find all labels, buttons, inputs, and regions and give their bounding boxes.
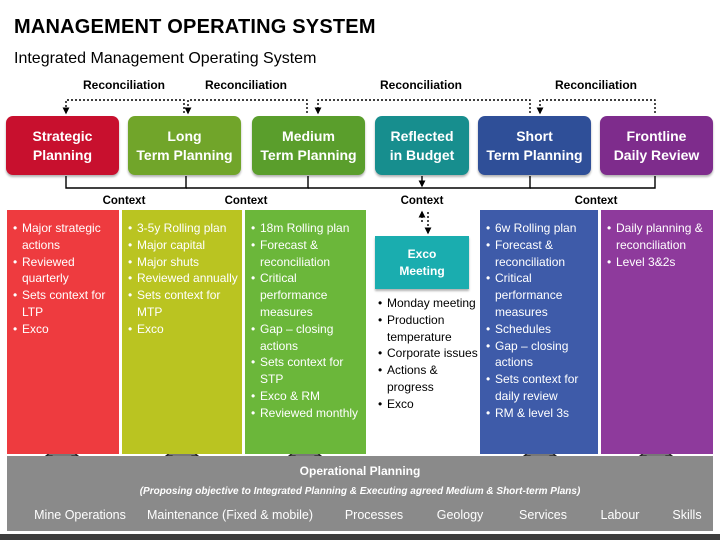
context-label: Context (574, 195, 618, 207)
stage-label-line2: Term Planning (136, 146, 233, 163)
list-item: Actions & progress (378, 362, 478, 396)
context-bracket-4 (530, 176, 656, 189)
list-item: 6w Rolling plan (486, 220, 594, 237)
list-item: Schedules (486, 321, 594, 338)
stage-label-line1: Frontline (626, 127, 687, 144)
list-item: Exco (13, 321, 115, 338)
stage-reflected-in-budget: Reflected in Budget (375, 116, 469, 175)
list-item: Sets context for LTP (13, 287, 115, 321)
stage-label-line1: Long (167, 127, 202, 144)
exco-title-line1: Exco (407, 246, 437, 261)
strategic-details-column: Major strategic actions Reviewed quarter… (7, 210, 119, 454)
reconciliation-label: Reconciliation (82, 78, 166, 92)
category-processes: Processes (344, 508, 404, 522)
list-item: Critical performance measures (251, 270, 362, 320)
stage-label-line1: Medium (282, 127, 335, 144)
list-item: Production temperature (378, 312, 478, 346)
list-item: Forecast & reconciliation (251, 237, 362, 271)
list-item: Exco (128, 321, 238, 338)
stage-label-line2: Term Planning (260, 146, 357, 163)
list-item: Monday meeting (378, 295, 478, 312)
list-item: Corporate issues (378, 345, 478, 362)
list-item: Major shuts (128, 254, 238, 271)
reconciliation-arrow-2 (184, 99, 308, 115)
operational-planning-subtitle: (Proposing objective to Integrated Plann… (139, 486, 581, 497)
stage-label-line2: Planning (32, 146, 93, 163)
category-skills: Skills (672, 508, 702, 522)
list-item: Daily planning & reconciliation (607, 220, 709, 254)
stage-label-line1: Short (516, 127, 553, 144)
category-mine-operations: Mine Operations (34, 508, 126, 522)
page-subtitle: Integrated Management Operating System (14, 50, 317, 67)
reconciliation-arrow-1 (62, 99, 185, 115)
context-bracket-2 (186, 176, 309, 189)
medium-term-details-column: 18m Rolling plan Forecast & reconciliati… (245, 210, 366, 454)
reconciliation-label: Reconciliation (204, 78, 288, 92)
context-label: Context (102, 195, 146, 207)
frontline-details-column: Daily planning & reconciliation Level 3&… (601, 210, 713, 454)
stage-label-line2: Daily Review (613, 146, 700, 163)
list-item: Critical performance measures (486, 270, 594, 320)
reconciliation-label: Reconciliation (379, 78, 463, 92)
list-item: Sets context for daily review (486, 371, 594, 405)
reconciliation-arrow-4 (536, 99, 656, 115)
list-item: Exco & RM (251, 388, 362, 405)
stage-label-line2: in Budget (389, 146, 455, 163)
list-item: Level 3&2s (607, 254, 709, 271)
list-item: Forecast & reconciliation (486, 237, 594, 271)
list-item: RM & level 3s (486, 405, 594, 422)
stage-label-line2: Term Planning (486, 146, 583, 163)
stage-label-line1: Reflected (390, 127, 454, 144)
category-geology: Geology (436, 508, 484, 522)
list-item: 3-5y Rolling plan (128, 220, 238, 237)
list-item: Major capital (128, 237, 238, 254)
bottom-strip (0, 534, 720, 540)
list-item: Gap – closing actions (251, 321, 362, 355)
short-term-details-column: 6w Rolling plan Forecast & reconciliatio… (480, 210, 598, 454)
context-bracket-1 (65, 176, 187, 189)
exco-meeting-list: Monday meeting Production temperature Co… (378, 295, 478, 413)
context-bracket-3 (308, 176, 531, 189)
list-item: Sets context for STP (251, 354, 362, 388)
page-title: MANAGEMENT OPERATING SYSTEM (14, 16, 376, 38)
list-item: Sets context for MTP (128, 287, 238, 321)
exco-title-line2: Meeting (399, 263, 445, 278)
list-item: Gap – closing actions (486, 338, 594, 372)
operational-planning-title: Operational Planning (299, 464, 421, 478)
operational-planning-panel: Operational Planning (Proposing objectiv… (7, 456, 713, 531)
reconciliation-label: Reconciliation (554, 78, 638, 92)
list-item: Reviewed monthly (251, 405, 362, 422)
reconciliation-arrow-3 (314, 99, 531, 115)
category-services: Services (519, 508, 567, 522)
long-term-details-column: 3-5y Rolling plan Major capital Major sh… (122, 210, 242, 454)
list-item: Major strategic actions (13, 220, 115, 254)
list-item: 18m Rolling plan (251, 220, 362, 237)
context-label: Context (400, 195, 444, 207)
list-item: Reviewed annually (128, 270, 238, 287)
list-item: Reviewed quarterly (13, 254, 115, 288)
category-labour: Labour (600, 508, 640, 522)
list-item: Exco (378, 396, 478, 413)
context-label: Context (224, 195, 268, 207)
stage-label-line1: Strategic (32, 127, 93, 144)
category-maintenance: Maintenance (Fixed & mobile) (146, 508, 314, 522)
